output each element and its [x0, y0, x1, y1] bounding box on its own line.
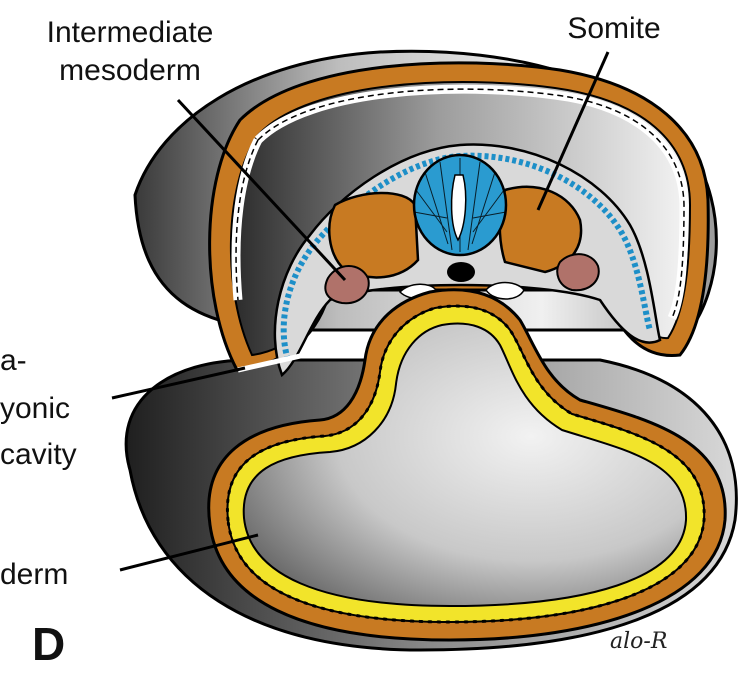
neural-tube	[414, 155, 506, 255]
somite-left	[329, 193, 418, 277]
label-cavity-line1: a-	[0, 344, 27, 377]
label-intermediate-line2: mesoderm	[59, 54, 201, 87]
panel-letter: D	[32, 618, 65, 670]
label-somite: Somite	[567, 12, 660, 45]
label-cavity-line2: yonic	[0, 392, 70, 425]
label-derm: derm	[0, 558, 68, 591]
label-cavity-line3: cavity	[0, 438, 77, 471]
artist-signature: alo-R	[610, 629, 667, 654]
label-intermediate-line1: Intermediate	[47, 16, 214, 49]
